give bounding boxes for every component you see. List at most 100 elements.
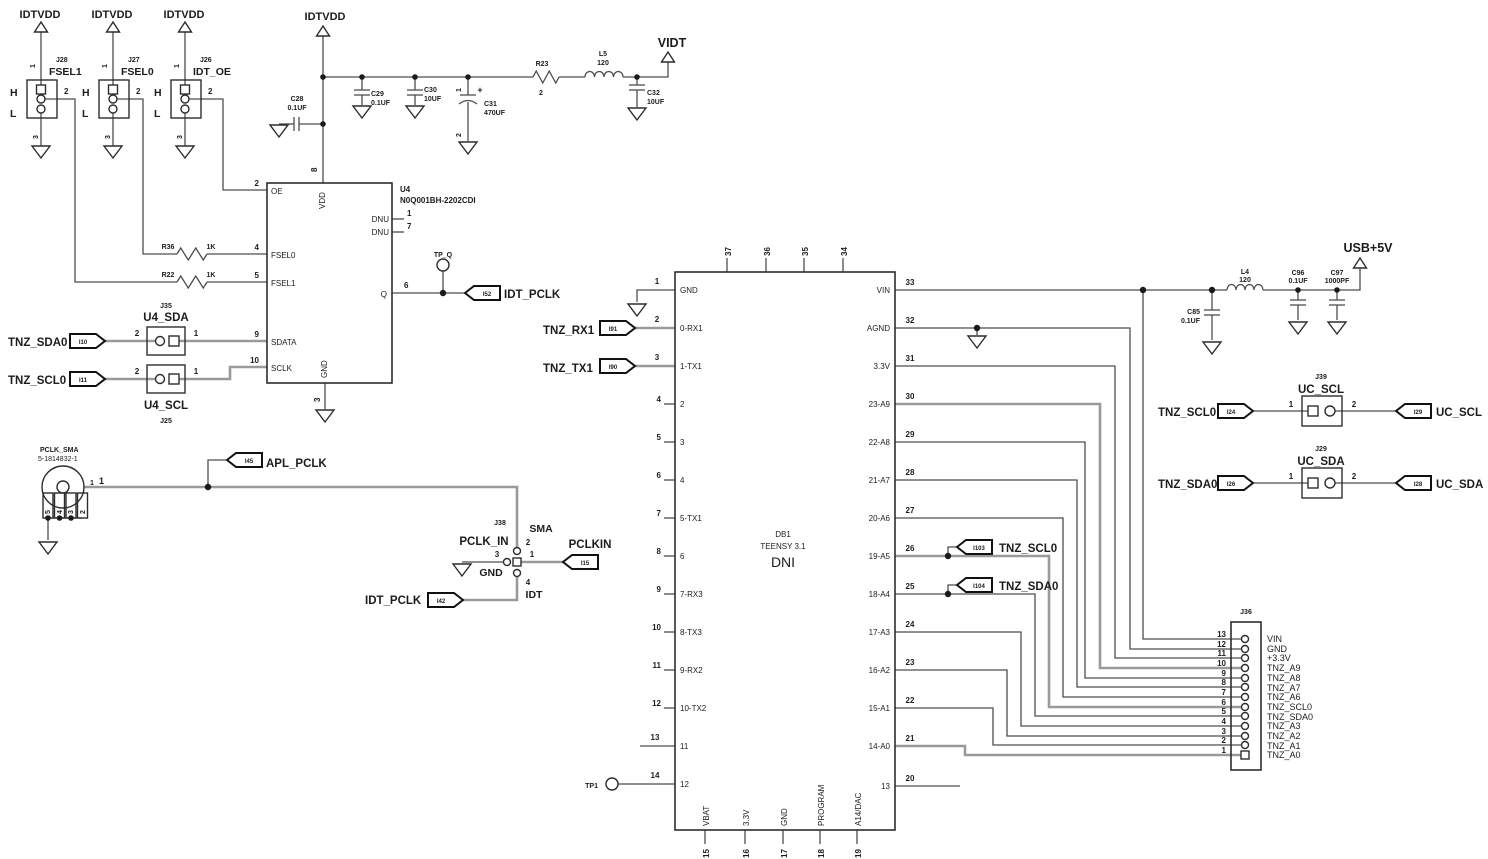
shape xyxy=(359,74,365,80)
sma-connector-pclk-sma xyxy=(41,465,89,519)
shape xyxy=(35,84,47,95)
db1-pin-13: 13 xyxy=(881,782,890,791)
connector-j36-body xyxy=(1230,621,1262,771)
r22-refdes: R22 xyxy=(162,272,175,279)
shape xyxy=(1139,286,1147,294)
shape xyxy=(33,21,49,33)
r36-refdes: R36 xyxy=(162,244,175,251)
j26-refdes: J26 xyxy=(200,57,212,64)
db1-pin35-num: 35 xyxy=(801,247,810,256)
shape xyxy=(107,84,119,95)
net-tnz-sda0-1: TNZ_SDA0 xyxy=(8,337,67,349)
shape xyxy=(36,94,46,104)
db1-pin10-num: 10 xyxy=(652,623,661,632)
db1-pin25-num: 25 xyxy=(906,582,915,591)
jumper-j35-body xyxy=(146,326,186,356)
j39-refdes: J39 xyxy=(1315,374,1327,381)
u4-part-number: N0Q001BH-2202CDI xyxy=(400,196,476,205)
j38-pin1-num: 1 xyxy=(530,550,535,559)
u4-pin-sdata: SDATA xyxy=(271,338,297,347)
j38-gnd-label: GND xyxy=(479,567,503,579)
u4-pin7-num: 7 xyxy=(407,222,412,231)
l4-value: 120 xyxy=(1239,277,1251,284)
db1-pin8-num: 8 xyxy=(657,547,662,556)
r23-value: 2 xyxy=(539,90,543,97)
wire xyxy=(895,441,1242,679)
j26-pin3-num: 3 xyxy=(177,135,184,139)
wire xyxy=(463,577,519,602)
shape xyxy=(512,557,522,567)
db1-pin-gnd: GND xyxy=(680,286,698,295)
flag-i29-id: I29 xyxy=(1414,410,1423,416)
shape xyxy=(458,141,478,155)
db1-pin-agnd: AGND xyxy=(867,324,890,333)
flag-i24-id: I24 xyxy=(1227,410,1236,416)
j29-name: UC_SDA xyxy=(1297,456,1344,468)
db1-pin-vin: VIN xyxy=(877,286,891,295)
shape xyxy=(105,21,121,33)
j27-pin1-num: 1 xyxy=(102,64,109,68)
shape xyxy=(452,563,472,577)
j38-pin2-num: 2 xyxy=(526,538,531,547)
db1-pin21-num: 21 xyxy=(906,734,915,743)
j29-pin1-num: 1 xyxy=(1289,472,1294,481)
shape xyxy=(1307,477,1319,489)
shape xyxy=(320,74,326,80)
net-flag-i24 xyxy=(1217,403,1255,419)
u4-pin4-num: 4 xyxy=(255,243,260,252)
j36-label-vin: VIN xyxy=(1267,634,1282,644)
db1-pin-9rx2: 9-RX2 xyxy=(680,666,703,675)
j27-pin3-num: 3 xyxy=(105,135,112,139)
shape xyxy=(103,145,123,159)
j38-refdes: J38 xyxy=(494,520,506,527)
j36-label-tnz-a2: TNZ_A2 xyxy=(1267,731,1301,741)
db1-pin2-num: 2 xyxy=(655,315,660,324)
db1-pin30-num: 30 xyxy=(906,392,915,401)
db1-pin26-num: 26 xyxy=(906,544,915,553)
wire xyxy=(895,517,1242,698)
db1-pin15-num: 15 xyxy=(702,849,711,858)
shape xyxy=(1324,477,1336,489)
shape xyxy=(973,324,981,332)
j27-low-label: L xyxy=(82,108,89,120)
j36-label-tnz-a1: TNZ_A1 xyxy=(1267,741,1301,751)
inductor-l4 xyxy=(1226,283,1264,291)
shape xyxy=(944,590,952,598)
c29-refdes: C29 xyxy=(371,91,384,98)
db1-pin-1tx1: 1-TX1 xyxy=(680,362,702,371)
db1-pin-5tx1: 5-TX1 xyxy=(680,514,702,523)
u4-body xyxy=(266,182,393,384)
j26-pin2-num: 2 xyxy=(208,87,213,96)
shape xyxy=(660,51,676,63)
db1-pin27-num: 27 xyxy=(906,506,915,515)
db1-pin17-num: 17 xyxy=(780,849,789,858)
flag-i11-id: I11 xyxy=(79,378,88,384)
shape xyxy=(1240,682,1250,692)
u4-pin-oe: OE xyxy=(271,187,283,196)
j38-sma-label: SMA xyxy=(529,523,553,535)
j39-name: UC_SCL xyxy=(1298,384,1344,396)
j29-pin2-num: 2 xyxy=(1352,472,1357,481)
j36-pin9-num: 9 xyxy=(1222,669,1227,678)
capacitor-c30 xyxy=(407,89,423,96)
j25-refdes: J25 xyxy=(160,418,172,425)
shape xyxy=(56,515,63,521)
c97-value: 1000PF xyxy=(1325,278,1350,285)
j36-label-tnz-a3: TNZ_A3 xyxy=(1267,721,1301,731)
j27-pin2-num: 2 xyxy=(136,87,141,96)
j36-refdes: J36 xyxy=(1240,609,1252,616)
db1-part: TEENSY 3.1 xyxy=(760,542,806,551)
db1-pin13-num: 13 xyxy=(651,733,660,742)
u4-pin10-num: 10 xyxy=(250,356,259,365)
j26-net-name: IDT_OE xyxy=(193,66,231,78)
testpoint-tp1 xyxy=(605,777,619,791)
shape xyxy=(204,483,212,491)
shape xyxy=(1230,621,1262,771)
j36-label-33v: +3.3V xyxy=(1267,653,1291,663)
j29-refdes: J29 xyxy=(1315,446,1327,453)
db1-pin-14a0: 14-A0 xyxy=(869,742,891,751)
capacitor-c32 xyxy=(629,84,645,91)
flag-i90-id: I90 xyxy=(609,365,618,371)
c28-value: 0.1UF xyxy=(287,105,307,112)
